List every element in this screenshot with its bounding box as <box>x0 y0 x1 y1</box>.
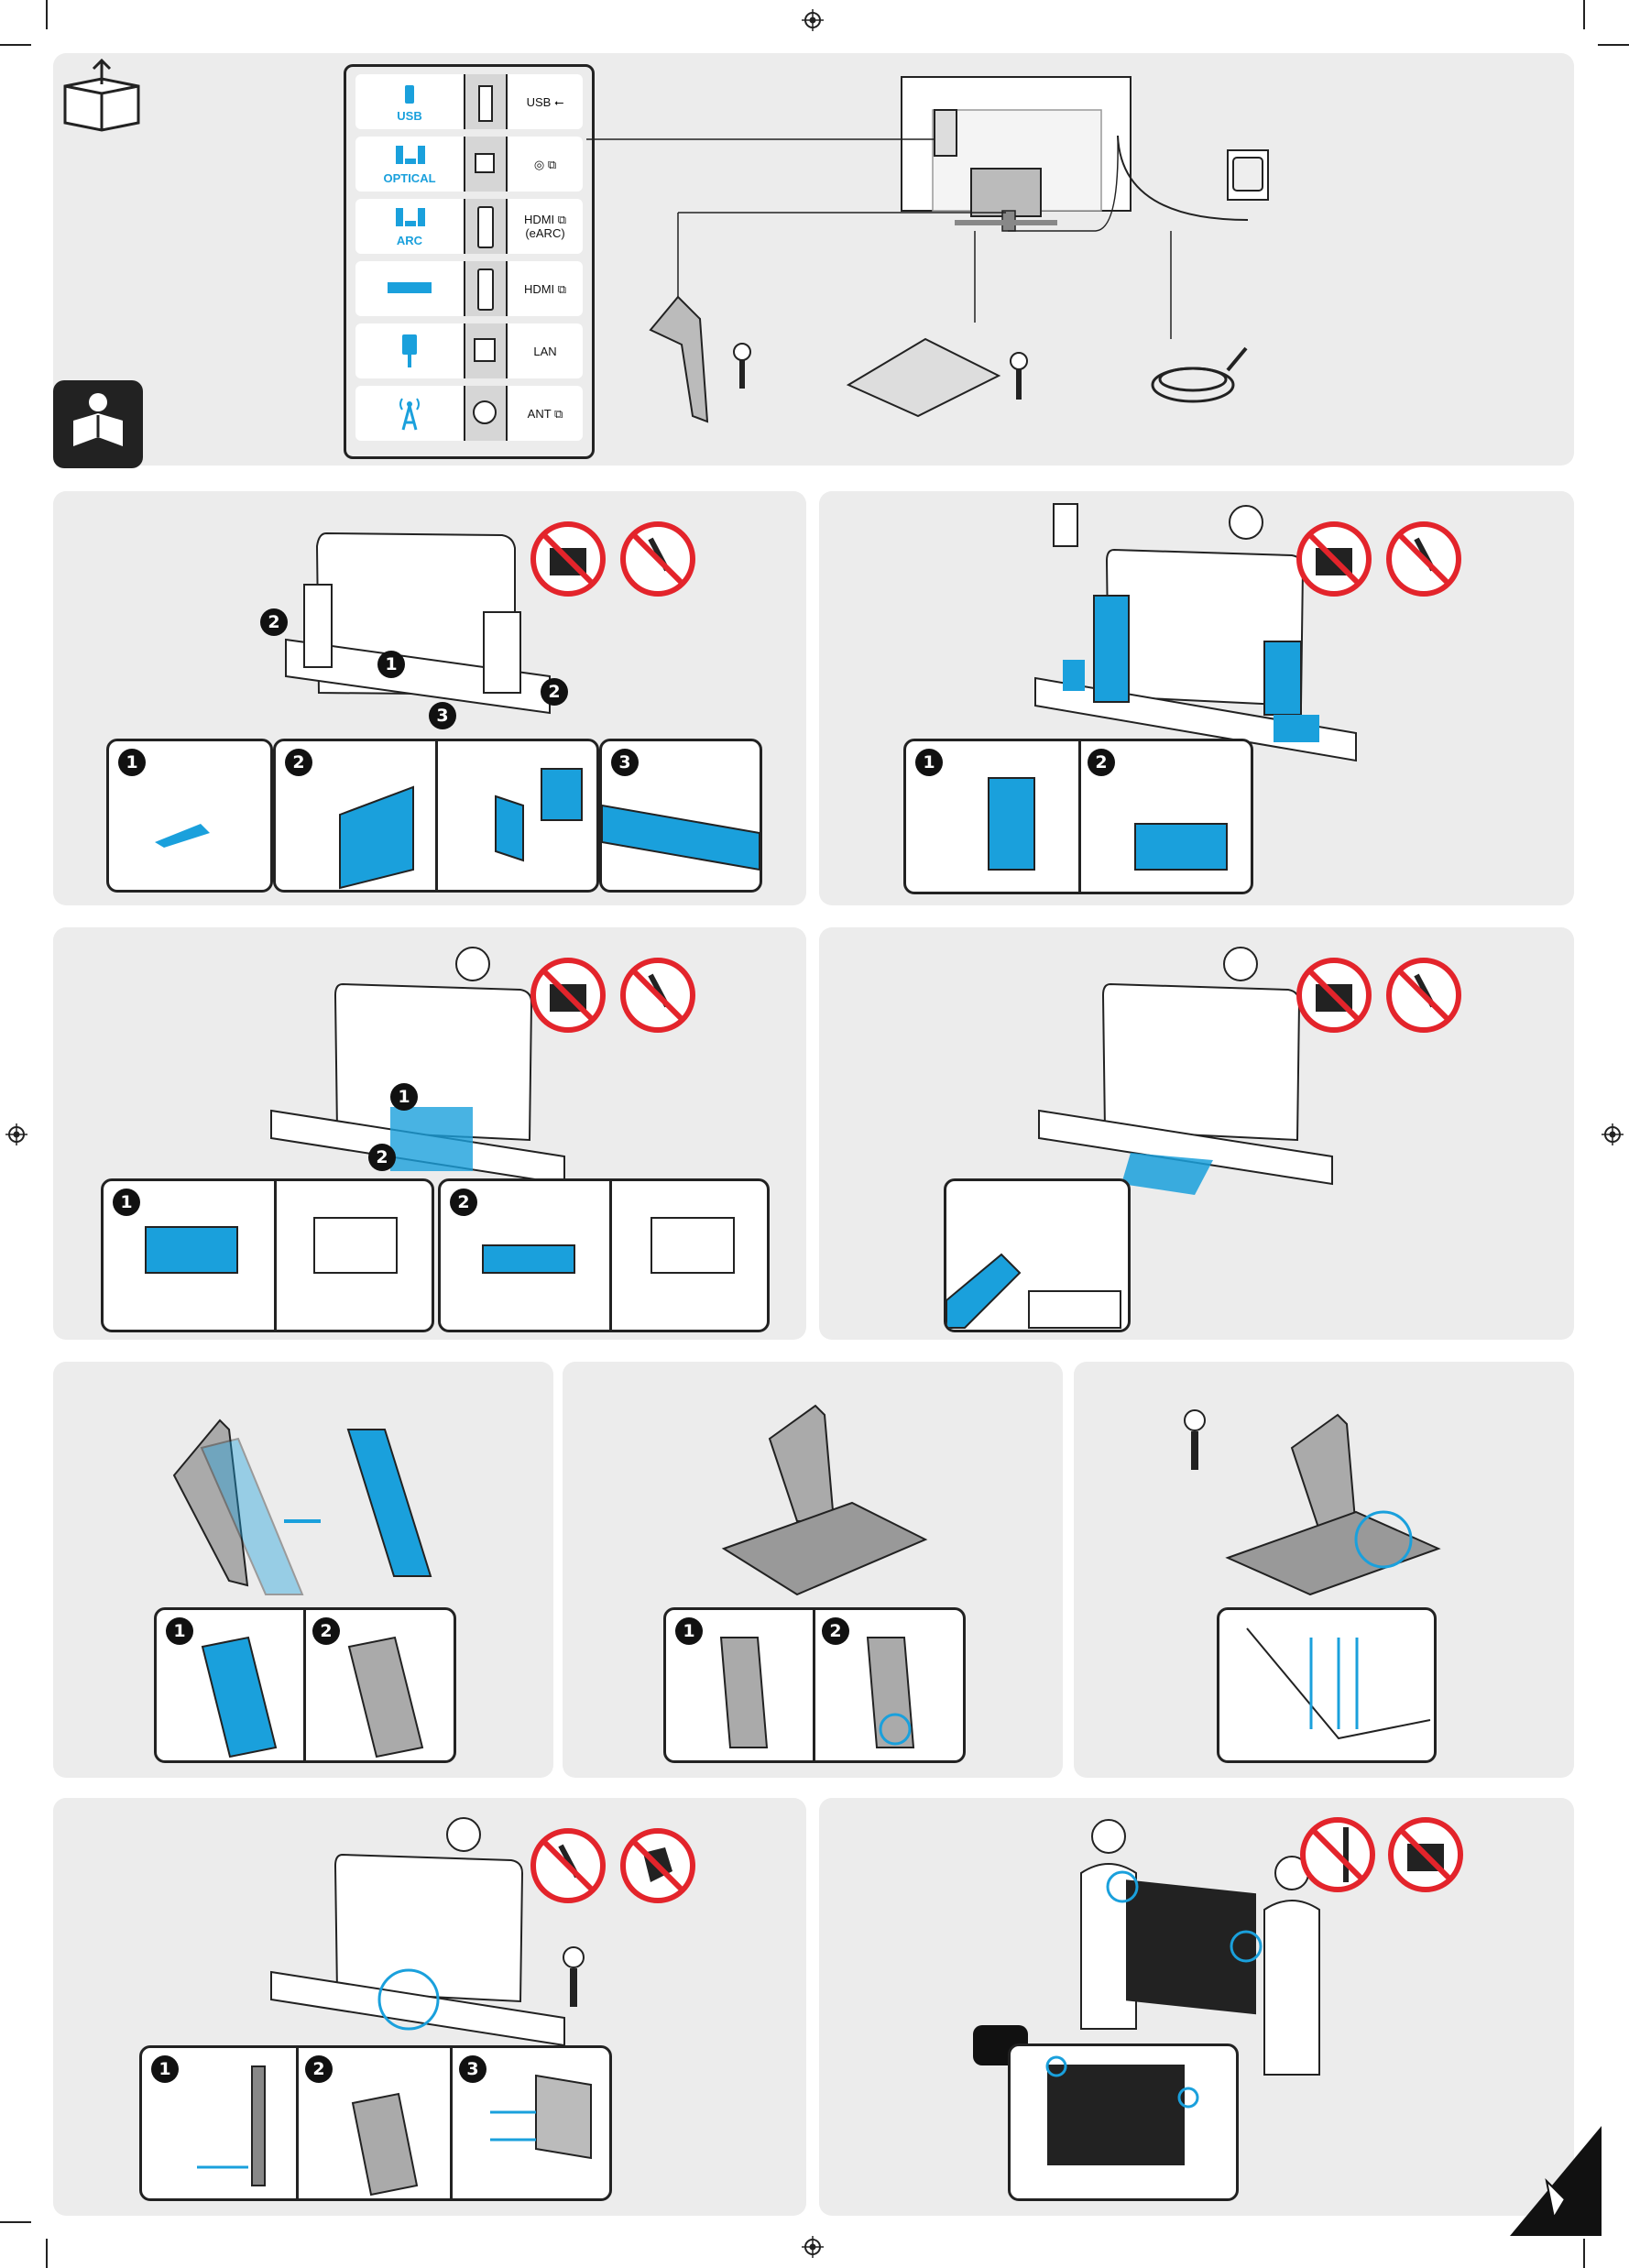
port-row-lan: LAN <box>355 323 583 378</box>
port-name: ANT ⧉ <box>511 386 579 441</box>
step-number: 3 <box>611 749 639 776</box>
wall-mount-adapter-icon <box>1050 500 1087 552</box>
stand-base-illustration <box>1219 1411 1448 1594</box>
port-row-optical: OPTICAL ◎ ⧉ <box>355 137 583 192</box>
detail-box: 1 2 <box>903 739 1253 894</box>
port-name: HDMI ⧉ <box>511 261 579 316</box>
step-number: 1 <box>118 749 146 776</box>
registration-mark-icon <box>802 9 824 31</box>
registration-mark-icon <box>1602 1123 1624 1145</box>
detail-box: 1 <box>101 1178 434 1332</box>
port-row-hdmi: HDMI ⧉ <box>355 261 583 316</box>
crop-line <box>1583 2239 1585 2268</box>
crop-line <box>0 2221 31 2223</box>
connection-panel: USB USB ⭠ OPTICAL ◎ ⧉ ARC HDMI ⧉ (eARC) … <box>344 64 595 459</box>
step-number: 2 <box>822 1617 849 1645</box>
detail-box: 1 2 3 <box>139 2045 612 2201</box>
step-number: 2 <box>1088 749 1115 776</box>
set-top-box-icon <box>387 281 432 294</box>
stand-leg-illustration <box>165 1411 458 1594</box>
step-number: 1 <box>915 749 943 776</box>
no-press-screen-icon <box>1296 520 1372 597</box>
usb-icon <box>399 83 420 105</box>
step-number: 2 <box>285 749 312 776</box>
registration-mark-icon <box>802 2236 824 2258</box>
soundbar-icon <box>394 206 427 230</box>
port-symbol-label: ARC <box>355 234 464 247</box>
step-number: 2 <box>260 608 288 636</box>
stand-base-illustration <box>715 1402 935 1604</box>
port-row-antenna: ANT ⧉ <box>355 386 583 441</box>
step-number: 2 <box>541 678 568 706</box>
page-turn-icon <box>1510 2126 1602 2236</box>
hdmi-port <box>464 261 508 316</box>
step-number: 1 <box>377 651 405 678</box>
port-symbol-label: OPTICAL <box>355 171 464 185</box>
step-number: 3 <box>429 702 456 729</box>
no-press-screen-icon <box>1387 1816 1464 1893</box>
detail-box <box>1217 1607 1437 1763</box>
detail-box: 1 2 <box>154 1607 456 1763</box>
port-symbol-label: USB <box>355 109 464 123</box>
antenna-icon <box>398 395 421 432</box>
no-pen-on-screen-icon <box>619 520 696 597</box>
port-row-usb: USB USB ⭠ <box>355 74 583 129</box>
step-number: 2 <box>368 1144 396 1171</box>
crop-line <box>1583 0 1585 29</box>
lan-cable-icon <box>399 333 420 369</box>
screw-icon <box>555 1946 592 2011</box>
detail-box <box>944 1178 1131 1332</box>
step-number: 1 <box>390 1083 418 1111</box>
no-hold-screen-icon <box>619 1827 696 1904</box>
crop-line <box>46 2239 48 2268</box>
port-name: USB ⭠ <box>511 74 579 129</box>
tv-rear-illustration <box>586 73 1283 422</box>
registration-mark-icon <box>5 1123 27 1145</box>
no-press-screen-icon <box>530 957 607 1034</box>
detail-box: 1 <box>106 739 273 893</box>
unbox-icon <box>60 59 143 132</box>
step-number: 1 <box>675 1617 703 1645</box>
detail-box: 1 2 <box>663 1607 966 1763</box>
detail-box: 2 <box>273 739 599 893</box>
lan-port <box>464 323 508 378</box>
hdmi-port <box>464 199 508 254</box>
port-name: HDMI ⧉ (eARC) <box>511 199 579 254</box>
no-press-screen-icon <box>1296 957 1372 1034</box>
no-pen-on-screen-icon <box>530 1827 607 1904</box>
antenna-port <box>464 386 508 441</box>
step-number: 2 <box>450 1189 477 1216</box>
port-name: LAN <box>511 323 579 378</box>
crop-line <box>46 0 48 29</box>
no-press-screen-icon <box>530 520 607 597</box>
crop-line <box>1598 44 1629 46</box>
optical-port <box>464 137 508 192</box>
speaker-icon <box>394 144 427 168</box>
tv-in-box-illustration <box>275 530 559 724</box>
read-manual-icon <box>53 380 143 468</box>
detail-box <box>1008 2043 1239 2201</box>
no-pen-on-screen-icon <box>619 957 696 1034</box>
no-wall-touch-icon <box>1299 1816 1376 1893</box>
detail-box: 2 <box>438 1178 770 1332</box>
crop-line <box>0 44 31 46</box>
step-number: 2 <box>312 1617 340 1645</box>
usb-port <box>464 74 508 129</box>
step-number: 1 <box>113 1189 140 1216</box>
no-pen-on-screen-icon <box>1385 520 1462 597</box>
no-pen-on-screen-icon <box>1385 957 1462 1034</box>
step-number: 1 <box>151 2055 179 2083</box>
port-row-hdmi-earc: ARC HDMI ⧉ (eARC) <box>355 199 583 254</box>
port-name: ◎ ⧉ <box>511 137 579 192</box>
step-number: 1 <box>166 1617 193 1645</box>
detail-box: 3 <box>599 739 762 893</box>
screw-icon <box>1176 1409 1213 1474</box>
